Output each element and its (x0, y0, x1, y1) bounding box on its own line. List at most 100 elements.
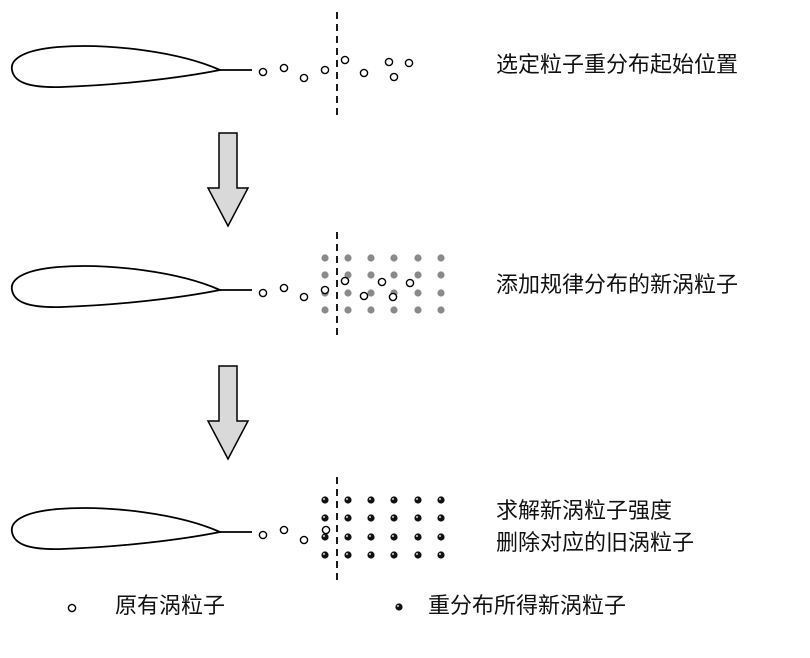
new-particle-step2-0-5 (437, 254, 445, 262)
new-particle-step3-0-1 (344, 496, 352, 504)
old-particle-step1-7 (389, 72, 399, 82)
new-particle-step3-highlight-0-1 (345, 497, 349, 501)
new-particle-step2-1-5 (437, 271, 445, 279)
new-particle-step3-1-4 (414, 514, 422, 522)
new-particle-step3-highlight-3-0 (322, 552, 326, 556)
new-particle-step3-2-4 (414, 533, 422, 541)
new-particle-step3-highlight-1-0 (322, 515, 326, 519)
new-particle-step3-highlight-1-3 (391, 515, 395, 519)
new-particle-step3-highlight-0-2 (368, 497, 372, 501)
new-particle-step3-highlight-0-4 (415, 497, 419, 501)
old-particle-step2-5 (359, 291, 369, 301)
new-particle-step3-0-0 (321, 496, 329, 504)
new-particle-step3-highlight-2-1 (345, 534, 349, 538)
new-particle-step3-2-5 (437, 533, 445, 541)
old-particle-step3-1 (279, 525, 289, 535)
new-particle-step3-highlight-0-3 (391, 497, 395, 501)
new-particle-step3-2-0 (321, 533, 329, 541)
legend-new-particles-label: 重分布所得新涡粒子 (428, 594, 627, 619)
new-particle-step3-0-3 (390, 496, 398, 504)
legend-old-particles-label: 原有涡粒子 (115, 594, 226, 619)
new-particle-step3-highlight-3-4 (415, 552, 419, 556)
new-particle-step3-3-0 (321, 551, 329, 559)
new-particle-step3-0-5 (437, 496, 445, 504)
new-particle-step3-highlight-3-5 (438, 552, 442, 556)
new-particle-step3-highlight-1-2 (368, 515, 372, 519)
new-particle-step3-highlight-0-5 (438, 497, 442, 501)
new-particle-step3-highlight-3-3 (391, 552, 395, 556)
new-particle-step2-1-4 (414, 271, 422, 279)
new-particle-step2-3-3 (390, 306, 398, 314)
old-particle-step1-1 (279, 63, 289, 73)
new-particle-step3-highlight-2-4 (415, 534, 419, 538)
legend-new-particle-marker (395, 603, 403, 611)
legend-new-particle-highlight (396, 604, 400, 608)
new-particle-step2-1-3 (390, 271, 398, 279)
new-particle-step3-highlight-2-5 (438, 534, 442, 538)
old-particle-step2-4 (340, 276, 350, 286)
new-particle-step2-0-1 (344, 254, 352, 262)
new-particle-step2-0-2 (367, 254, 375, 262)
old-particle-step2-8 (405, 278, 415, 288)
old-particle-step1-0 (258, 67, 268, 77)
new-particle-step3-1-3 (390, 514, 398, 522)
old-particle-step2-2 (299, 292, 309, 302)
new-particle-step3-highlight-2-0 (322, 534, 326, 538)
new-particle-step3-highlight-1-1 (345, 515, 349, 519)
step3-label-line2: 删除对应的旧涡粒子 (496, 531, 695, 556)
legend-old-particle-marker (67, 603, 77, 613)
airfoil-step2 (11, 265, 223, 308)
new-particle-step3-highlight-3-1 (345, 552, 349, 556)
old-particle-step2-6 (377, 277, 387, 287)
new-particle-step2-2-4 (414, 289, 422, 297)
new-particle-step3-highlight-2-3 (391, 534, 395, 538)
new-particle-step3-3-5 (437, 551, 445, 559)
old-particle-step3-3 (321, 525, 331, 535)
new-particle-step3-2-2 (367, 533, 375, 541)
old-particle-step1-2 (299, 73, 309, 83)
new-particle-step3-1-5 (437, 514, 445, 522)
new-particle-step3-1-1 (344, 514, 352, 522)
old-particle-step1-5 (359, 68, 369, 78)
old-particle-step2-1 (279, 283, 289, 293)
new-particle-step3-2-3 (390, 533, 398, 541)
new-particle-step2-1-1 (344, 271, 352, 279)
new-particle-step2-0-0 (321, 254, 329, 262)
step1-label: 选定粒子重分布起始位置 (496, 53, 739, 78)
new-particle-step2-2-1 (344, 289, 352, 297)
new-particle-step3-highlight-3-2 (368, 552, 372, 556)
new-particle-step3-1-0 (321, 514, 329, 522)
new-particle-step3-3-4 (414, 551, 422, 559)
new-particle-step2-3-4 (414, 306, 422, 314)
old-particle-step1-3 (320, 65, 330, 75)
new-particle-step3-3-3 (390, 551, 398, 559)
new-particle-step3-highlight-1-4 (415, 515, 419, 519)
new-particle-step3-3-1 (344, 551, 352, 559)
new-particle-step2-0-4 (414, 254, 422, 262)
new-particle-step2-1-2 (367, 271, 375, 279)
new-particle-step2-2-2 (367, 289, 375, 297)
old-particle-step3-0 (258, 530, 268, 540)
down-arrow-1 (206, 132, 250, 228)
new-particle-step3-1-2 (367, 514, 375, 522)
new-particle-step3-highlight-0-0 (322, 497, 326, 501)
new-particle-step3-3-2 (367, 551, 375, 559)
new-particle-step3-0-4 (414, 496, 422, 504)
old-particle-step1-4 (340, 55, 350, 65)
new-particle-step3-highlight-2-2 (368, 534, 372, 538)
new-particle-step2-3-0 (321, 306, 329, 314)
new-particle-step2-2-5 (437, 289, 445, 297)
old-particle-step1-6 (384, 57, 394, 67)
airfoil-step3 (11, 507, 223, 550)
new-particle-step3-0-2 (367, 496, 375, 504)
new-particle-step3-highlight-1-5 (438, 515, 442, 519)
old-particle-step2-7 (388, 292, 398, 302)
down-arrow-2 (206, 365, 250, 461)
new-particle-step3-2-1 (344, 533, 352, 541)
new-particle-step2-3-2 (367, 306, 375, 314)
new-particle-step2-3-1 (344, 306, 352, 314)
old-particle-step2-0 (258, 288, 268, 298)
step2-label: 添加规律分布的新涡粒子 (496, 273, 739, 298)
